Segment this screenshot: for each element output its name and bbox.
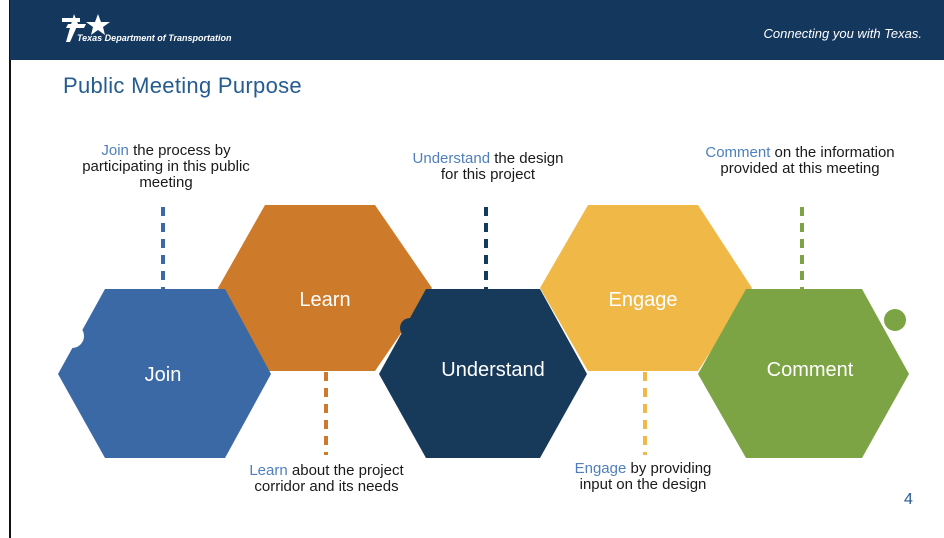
callout-text: by providing input on the design: [579, 460, 712, 493]
callout-text: about the project corridor and its needs: [254, 462, 404, 495]
txdot-star-logo-icon: [62, 14, 110, 42]
learn-piece: [218, 205, 432, 371]
header-bar: Texas Department of Transportation Conne…: [10, 0, 944, 60]
callout-keyword: Comment: [705, 144, 771, 161]
piece-label-join: Join: [145, 364, 182, 386]
slide-left-border: [9, 0, 11, 538]
callout-understand: Understand the design for this project: [403, 151, 573, 183]
callout-text: the process by participating in this pub…: [82, 142, 250, 191]
piece-label-engage: Engage: [609, 289, 678, 311]
join-piece: [58, 289, 271, 458]
callout-learn: Learn about the project corridor and its…: [239, 463, 414, 495]
piece-label-learn: Learn: [299, 289, 350, 311]
callout-comment: Comment on the information provided at t…: [690, 145, 910, 177]
org-name: Texas Department of Transportation: [77, 33, 232, 43]
tagline: Connecting you with Texas.: [763, 26, 922, 41]
engage-piece: [540, 205, 752, 371]
page-number: 4: [904, 491, 913, 508]
callout-text: the design for this project: [440, 150, 564, 183]
callout-keyword: Engage: [574, 460, 627, 477]
callout-engage: Engage by providing input on the design: [568, 461, 718, 493]
callout-join: Join the process by participating in thi…: [66, 143, 266, 191]
piece-label-understand: Understand: [441, 359, 544, 381]
understand-piece: [379, 289, 587, 458]
comment-piece: [698, 289, 909, 458]
callout-keyword: Join: [101, 142, 129, 159]
page-title: Public Meeting Purpose: [63, 73, 302, 98]
callout-keyword: Understand: [412, 150, 491, 167]
piece-label-comment: Comment: [767, 359, 854, 381]
callout-keyword: Learn: [249, 462, 288, 479]
callout-text: on the information provided at this meet…: [720, 144, 895, 177]
